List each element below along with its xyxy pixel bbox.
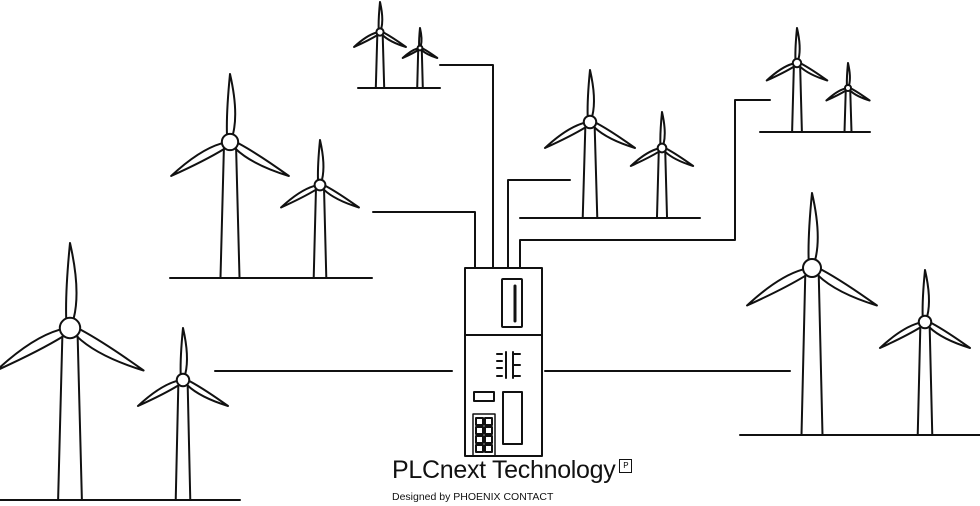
port-icon: [484, 426, 493, 435]
wind-turbine-icon: [878, 269, 972, 436]
phoenix-logo-icon: P: [619, 459, 633, 473]
brand-title: PLCnext Technology: [392, 456, 616, 484]
port-icon: [475, 435, 484, 444]
port-icon: [484, 435, 493, 444]
wind-turbine-icon: [543, 69, 637, 219]
wind-turbine-icon: [353, 1, 407, 89]
port-icon: [475, 417, 484, 426]
wind-turbine-icon: [170, 73, 290, 279]
wind-turbine-icon: [280, 139, 360, 279]
wind-turbine-icon: [0, 242, 145, 501]
brand-row: PLCnext Technology P: [392, 456, 633, 485]
port-icon: [484, 417, 493, 426]
port-icon: [484, 444, 493, 453]
wind-turbine-icon: [746, 192, 878, 436]
port-icon: [475, 426, 484, 435]
connection-wires: [214, 64, 791, 372]
plc-controller: [464, 267, 543, 457]
wind-turbine-icon: [765, 27, 829, 133]
wind-turbine-icon: [629, 111, 695, 219]
brand-subtitle: Designed by PHOENIX CONTACT: [392, 491, 554, 503]
wind-turbine-icon: [401, 27, 439, 89]
status-leds: [496, 351, 521, 379]
wind-turbine-icon: [825, 62, 871, 133]
wind-turbine-icon: [136, 327, 230, 501]
port-icon: [475, 444, 484, 453]
